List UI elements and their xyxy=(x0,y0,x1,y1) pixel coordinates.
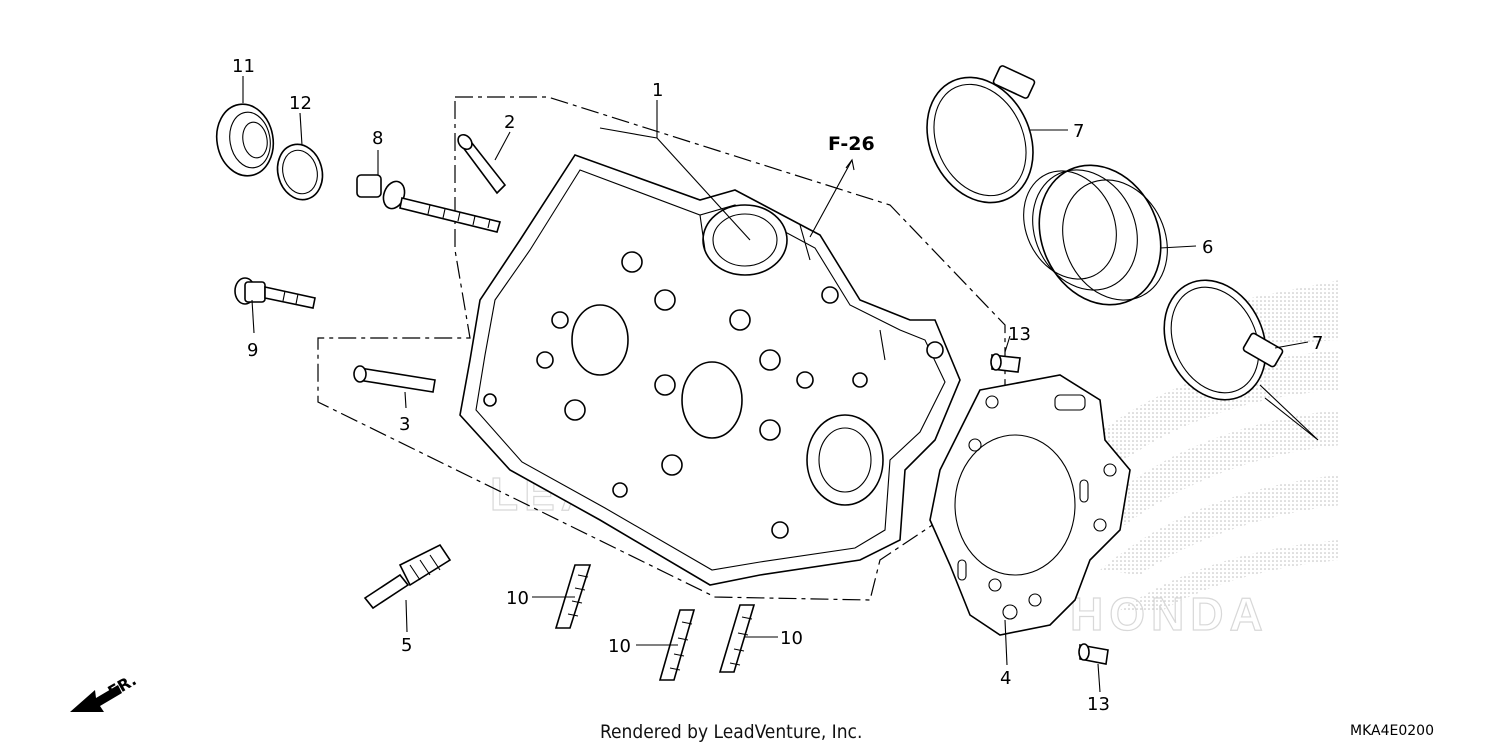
hose-clamp-upper xyxy=(926,65,1036,204)
spark-plug xyxy=(363,543,452,610)
leader-lines xyxy=(242,76,1319,693)
callout-10-b: 10 xyxy=(608,636,631,657)
callout-3: 3 xyxy=(399,414,410,435)
callout-2: 2 xyxy=(504,112,515,133)
callout-10-a: 10 xyxy=(506,588,529,609)
callout-12: 12 xyxy=(289,93,312,114)
stud-bolt-c xyxy=(718,604,756,673)
front-arrow-icon xyxy=(70,685,122,712)
dowel-pin-upper xyxy=(457,133,507,195)
callout-13-lower: 13 xyxy=(1087,694,1110,715)
dowel-pin-13-upper xyxy=(990,353,1021,373)
hose-clamp-lower xyxy=(1163,279,1284,401)
callout-7-upper: 7 xyxy=(1073,121,1084,142)
honda-watermark-text: HONDA xyxy=(1070,588,1269,640)
o-ring xyxy=(276,143,324,201)
callout-8: 8 xyxy=(372,128,383,149)
dowel-pin-13-lower xyxy=(1078,643,1109,665)
diagram-code: MKA4E0200 xyxy=(1350,723,1434,739)
callout-4: 4 xyxy=(1000,668,1011,689)
footer-credit: Rendered by LeadVenture, Inc. xyxy=(600,721,862,743)
cylinder-head xyxy=(459,154,961,586)
head-gasket xyxy=(929,374,1131,636)
flange-bolt-long xyxy=(356,174,502,233)
callout-9: 9 xyxy=(247,340,258,361)
callout-6: 6 xyxy=(1202,237,1213,258)
callout-11: 11 xyxy=(232,56,255,77)
callout-7-lower: 7 xyxy=(1312,333,1323,354)
callout-10-c: 10 xyxy=(780,628,803,649)
honda-wing-watermark xyxy=(1060,280,1340,612)
dowel-pin-lower xyxy=(353,365,436,393)
callout-13-upper: 13 xyxy=(1008,324,1031,345)
flange-bolt xyxy=(234,277,316,309)
callout-1: 1 xyxy=(652,80,663,101)
intake-boot xyxy=(1023,164,1168,306)
reference-label: F-26 xyxy=(828,133,875,155)
callout-5: 5 xyxy=(401,635,412,656)
assembly-bracket xyxy=(317,96,1006,601)
filler-cap xyxy=(215,103,275,177)
